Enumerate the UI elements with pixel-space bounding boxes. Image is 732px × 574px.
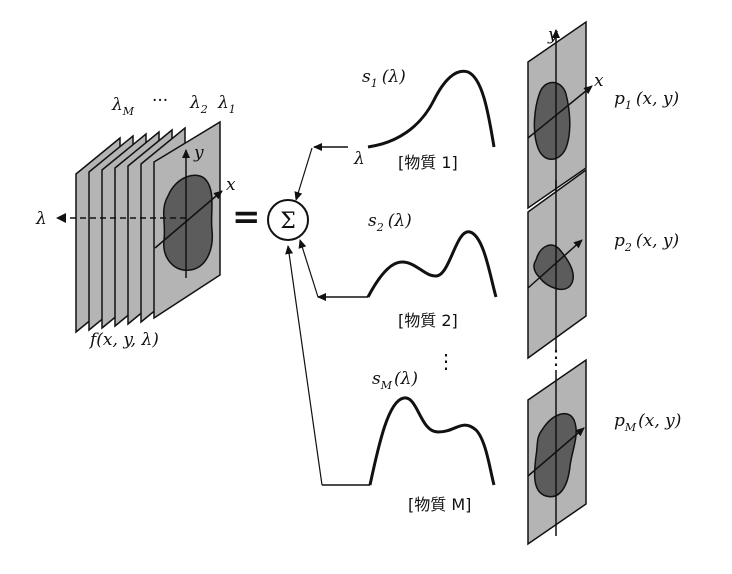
spectrum-1-curve — [367, 69, 496, 149]
map-2-x-axis — [527, 239, 583, 289]
sigma-symbol: Σ — [280, 209, 296, 234]
lambda-m-label: λM — [111, 95, 135, 118]
spectrum-1-lambda-label: λ — [353, 149, 365, 169]
map-m-x-axis — [527, 427, 585, 477]
spectra-group — [285, 69, 498, 486]
stack-y-label: y — [193, 143, 204, 163]
stack-caption: f(x, y, λ) — [88, 330, 159, 350]
spectrum-2-curve — [366, 230, 498, 298]
sum-circle — [267, 199, 309, 241]
maps-vdots: ⋮ — [546, 345, 566, 369]
lambda-2-label: λ2 — [189, 93, 208, 116]
maps-group — [527, 20, 593, 546]
spectral-stack — [56, 120, 223, 334]
equals-sign: = — [232, 197, 261, 237]
material-2-label: [物質 2] — [398, 311, 458, 330]
material-1-label: [物質 1] — [398, 153, 458, 172]
map-m-label: pM(x, y) — [614, 411, 681, 434]
stack-blob — [162, 174, 214, 271]
material-m-label: [物質 M] — [408, 495, 471, 514]
lambda-dots: ··· — [152, 91, 168, 111]
map-1-x-label: x — [594, 71, 604, 91]
lambda-arrowhead — [56, 213, 66, 223]
map-1-blob — [533, 81, 571, 160]
map-1-y-label: y — [547, 25, 558, 45]
sum-node: Σ — [267, 199, 309, 241]
spectrum-m-curve — [368, 396, 496, 486]
lambda-1-label: λ1 — [217, 93, 236, 116]
spectrum-2-label: s2(λ) — [368, 211, 412, 234]
map-1-x-axis — [527, 85, 593, 139]
map-2-label: p2(x, y) — [614, 231, 679, 254]
spectrum-m-arrow — [285, 245, 323, 486]
spectrum-m-label: sM(λ) — [372, 369, 418, 392]
spectra-vdots: ⋮ — [436, 349, 456, 373]
map-1-label: p1(x, y) — [614, 89, 679, 112]
spectrum-1-label: s1(λ) — [362, 67, 406, 90]
stack-x-axis — [154, 190, 223, 249]
stack-x-label: x — [226, 175, 236, 195]
spectrum-1-arrow — [294, 147, 313, 201]
spectrum-2-arrow — [298, 239, 319, 298]
stack-lambda-axis-label: λ — [35, 209, 47, 229]
